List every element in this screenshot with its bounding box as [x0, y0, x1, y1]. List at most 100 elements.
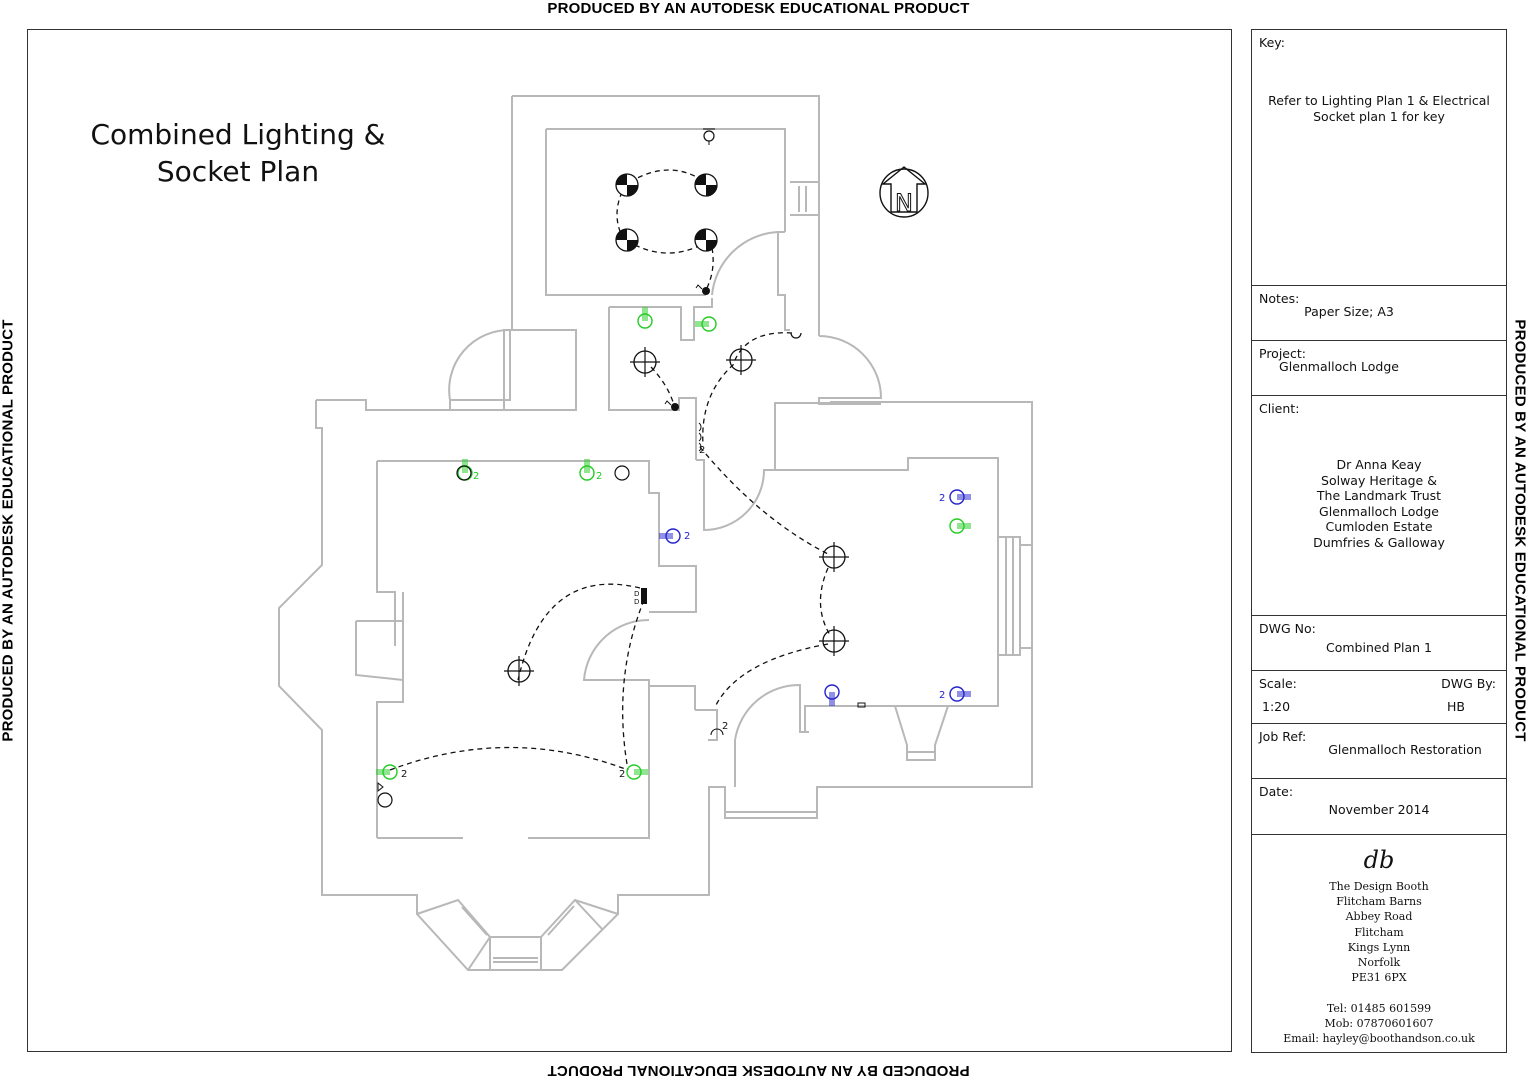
- wiring-run: [819, 567, 831, 636]
- pendant-light-icon: [819, 542, 849, 572]
- pendant-light-icon: [630, 347, 660, 377]
- plan-title: Combined Lighting & Socket Plan: [60, 116, 416, 190]
- key-text-line: Refer to Lighting Plan 1 & Electrical: [1268, 93, 1490, 108]
- socket-count-label: 2: [473, 471, 479, 482]
- north-arrow-icon: N: [879, 166, 929, 218]
- notes-value: Paper Size; A3: [1304, 304, 1394, 319]
- socket-count-label: 2: [619, 769, 625, 780]
- company-address: The Design Booth Flitcham Barns Abbey Ro…: [1252, 879, 1506, 985]
- scale-value: 1:20: [1262, 699, 1291, 714]
- key-section: Key: Refer to Lighting Plan 1 & Electric…: [1252, 30, 1506, 286]
- client-section: Client: Dr Anna Keay Solway Heritage & T…: [1252, 396, 1506, 616]
- wiring-run: [702, 332, 793, 446]
- socket-icon: [637, 307, 653, 329]
- watermark-right: PRODUCED BY AN AUTODESK EDUCATIONAL PROD…: [1511, 319, 1529, 742]
- socket-icon: [579, 459, 595, 481]
- socket-icon: [949, 489, 971, 505]
- wall: [608, 298, 713, 460]
- downlight-icon: [615, 228, 639, 252]
- plan-title-line2: Socket Plan: [156, 155, 320, 188]
- downlight-icon: [615, 173, 639, 197]
- project-label: Project:: [1259, 346, 1306, 361]
- socket-icon: [949, 518, 971, 534]
- wall: [448, 328, 577, 411]
- socket-icon: [824, 684, 840, 706]
- company-line: Norfolk: [1357, 956, 1401, 970]
- client-label: Client:: [1259, 401, 1300, 416]
- wiring-run: [715, 643, 829, 706]
- walls: [278, 95, 1033, 971]
- north-label: N: [895, 189, 913, 217]
- date-label: Date:: [1259, 784, 1294, 799]
- switch-icon: [698, 432, 702, 442]
- company-line: The Design Booth: [1329, 880, 1429, 893]
- switch-label: D: [634, 590, 639, 598]
- pendant-light-icon: [819, 626, 849, 656]
- company-line: Flitcham Barns: [1336, 895, 1422, 909]
- company-line: Flitcham: [1354, 925, 1404, 939]
- watermark-top: PRODUCED BY AN AUTODESK EDUCATIONAL PROD…: [547, 0, 970, 17]
- door-swing: [711, 231, 779, 296]
- wiring-run: [616, 191, 623, 237]
- pendant-light-icon: [726, 345, 756, 375]
- client-line: Cumloden Estate: [1325, 519, 1433, 534]
- plan-title-line1: Combined Lighting &: [90, 118, 386, 151]
- key-label: Key:: [1259, 35, 1285, 50]
- marker-icon: [377, 781, 384, 793]
- window: [790, 181, 819, 216]
- job-ref-label: Job Ref:: [1259, 729, 1307, 744]
- job-ref-value: Glenmalloch Restoration: [1328, 742, 1482, 757]
- downlight-icon: [694, 173, 718, 197]
- company-section: db The Design Booth Flitcham Barns Abbey…: [1252, 835, 1506, 1054]
- socket-count-label: 2: [939, 493, 945, 504]
- wall: [695, 457, 999, 741]
- client-line: Dr Anna Keay: [1336, 457, 1422, 472]
- dwg-by-value: HB: [1447, 699, 1465, 714]
- switch-label: D: [634, 598, 639, 606]
- switch-count-label: 2: [699, 445, 705, 456]
- key-text-line: Socket plan 1 for key: [1313, 109, 1445, 124]
- light-switch-icon: [695, 284, 710, 295]
- company-email: Email: hayley@boothandson.co.uk: [1283, 1032, 1475, 1046]
- wall-light-icon: [790, 332, 802, 339]
- socket-count-label: 2: [684, 531, 690, 542]
- thermostat-icon: [857, 702, 866, 708]
- spare-point-icon: [614, 465, 630, 481]
- wall: [777, 231, 790, 331]
- notes-section: Notes: Paper Size; A3: [1252, 286, 1506, 341]
- date-section: Date: November 2014: [1252, 779, 1506, 835]
- dwg-by-label: DWG By:: [1441, 676, 1496, 691]
- wiring-run: [389, 746, 629, 771]
- job-ref-section: Job Ref: Glenmalloch Restoration: [1252, 724, 1506, 779]
- wall: [355, 460, 697, 839]
- fireplace: [894, 705, 949, 761]
- door-swing: [582, 618, 696, 710]
- wiring-run: [705, 247, 714, 291]
- dwg-no-label: DWG No:: [1259, 621, 1316, 636]
- client-line: Solway Heritage &: [1321, 472, 1437, 488]
- switch-count-label: 2: [722, 721, 728, 732]
- dwg-no-value: Combined Plan 1: [1326, 640, 1432, 655]
- client-line: Dumfries & Galloway: [1313, 534, 1445, 550]
- company-logo: db: [1363, 846, 1395, 874]
- company-mob: Mob: 07870601607: [1324, 1017, 1434, 1031]
- bay-window: [416, 898, 619, 971]
- fixtures: [376, 128, 971, 808]
- socket-icon: [376, 764, 398, 780]
- client-value: Dr Anna Keay Solway Heritage & The Landm…: [1252, 457, 1506, 550]
- key-text: Refer to Lighting Plan 1 & Electrical So…: [1252, 93, 1506, 125]
- socket-icon: [626, 764, 648, 780]
- dwg-no-section: DWG No: Combined Plan 1: [1252, 616, 1506, 671]
- window: [998, 536, 1032, 656]
- socket-icon: [949, 686, 971, 702]
- spare-point-icon: [377, 792, 393, 808]
- client-line: Glenmalloch Lodge: [1319, 503, 1439, 519]
- switch-icon: [710, 728, 724, 736]
- title-block: Key: Refer to Lighting Plan 1 & Electric…: [1251, 29, 1507, 1053]
- wall: [696, 402, 830, 532]
- project-section: Project: Glenmalloch Lodge: [1252, 341, 1506, 396]
- pendant-light-icon: [504, 656, 534, 686]
- company-line: Abbey Road: [1345, 910, 1413, 924]
- socket-labels: 2 2 2 2 2 2 2 2 2 D D: [401, 445, 945, 780]
- door-swing: [818, 335, 883, 405]
